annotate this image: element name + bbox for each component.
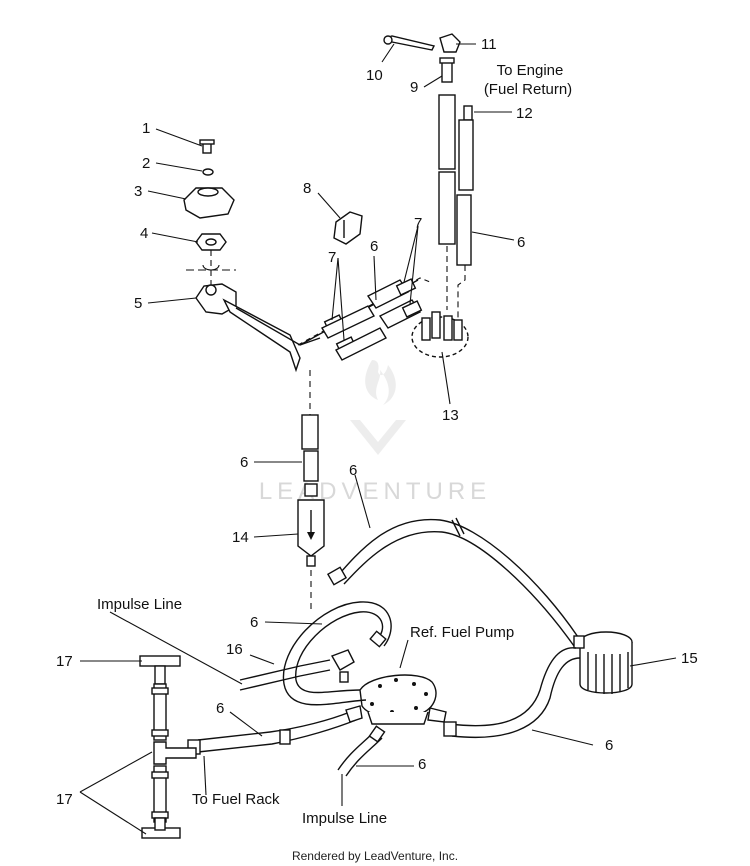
callout-6-right: 6 bbox=[517, 234, 525, 251]
tee-fitting-part-17-bottom bbox=[141, 765, 181, 839]
callout-11: 11 bbox=[481, 36, 497, 53]
callout-6-pump-filter: 6 bbox=[605, 737, 613, 754]
callout-1: 1 bbox=[142, 120, 150, 137]
callout-5: 5 bbox=[134, 295, 142, 312]
callout-15: 15 bbox=[681, 650, 698, 667]
cap-part-11 bbox=[439, 33, 461, 53]
callout-labels: 1 2 3 4 5 8 6 7 7 10 11 9 12 6 13 6 6 14… bbox=[56, 36, 698, 808]
callout-6-impulse-bottom: 6 bbox=[418, 756, 426, 773]
callout-3: 3 bbox=[134, 183, 142, 200]
fuel-tank-sender-part-13 bbox=[411, 311, 469, 358]
callout-14: 14 bbox=[232, 529, 249, 546]
footer-credit: Rendered by LeadVenture, Inc. bbox=[292, 849, 458, 863]
impulse-hose-top bbox=[239, 659, 331, 691]
nut-part-4 bbox=[195, 233, 227, 251]
caption-ref-fuel-pump: Ref. Fuel Pump bbox=[410, 624, 514, 641]
callout-6-rack: 6 bbox=[216, 700, 224, 717]
callout-8: 8 bbox=[303, 180, 311, 197]
callout-6-loop: 6 bbox=[250, 614, 258, 631]
leader-lines bbox=[79, 43, 677, 835]
tee-fitting-part-17-top bbox=[139, 655, 181, 685]
watermark-logo bbox=[350, 360, 406, 455]
caption-fuel-return: (Fuel Return) bbox=[484, 81, 572, 98]
callout-17-top: 17 bbox=[56, 653, 73, 670]
hose-part-6-vertical-inline bbox=[301, 414, 319, 482]
screw-part-1 bbox=[199, 139, 215, 154]
cap-part-3 bbox=[183, 187, 235, 219]
caption-impulse-line-bottom: Impulse Line bbox=[302, 810, 387, 827]
caption-to-engine: To Engine bbox=[497, 62, 564, 79]
hose-part-6-right-vertical bbox=[438, 94, 474, 318]
valve-body-part-5 bbox=[195, 279, 419, 373]
callout-9: 9 bbox=[410, 79, 418, 96]
hose-part-6-to-fuel-rack bbox=[187, 705, 363, 755]
callout-12: 12 bbox=[516, 105, 533, 122]
caption-impulse-line-top: Impulse Line bbox=[97, 596, 182, 613]
fitting-part-9 bbox=[439, 57, 455, 83]
callout-7-left: 7 bbox=[328, 249, 336, 266]
callout-17-bottom: 17 bbox=[56, 791, 73, 808]
valve-part-16 bbox=[330, 649, 355, 683]
callout-7-right: 7 bbox=[414, 215, 422, 232]
hose-part-6-loop bbox=[282, 601, 392, 706]
caption-to-fuel-rack: To Fuel Rack bbox=[192, 791, 280, 808]
clamp-part-10 bbox=[383, 35, 436, 51]
callout-16: 16 bbox=[226, 641, 243, 658]
washer-part-2 bbox=[202, 168, 214, 176]
hose-part-6-pump-to-filter bbox=[443, 647, 581, 739]
fuel-filter-part-15 bbox=[573, 631, 633, 694]
callout-4: 4 bbox=[140, 225, 148, 242]
fuel-pump bbox=[359, 674, 447, 725]
centerline-mark bbox=[186, 250, 236, 290]
captions: To Engine (Fuel Return) Impulse Line Ref… bbox=[97, 62, 572, 827]
hose-part-6-middle-lower bbox=[321, 305, 387, 361]
callout-6-inline: 6 bbox=[240, 454, 248, 471]
clip-part-8 bbox=[333, 211, 363, 245]
fitting-part-12 bbox=[463, 105, 473, 121]
fuel-filter-part-14 bbox=[297, 483, 325, 567]
callout-2: 2 bbox=[142, 155, 150, 172]
callout-6-long: 6 bbox=[349, 462, 357, 479]
impulse-hose-bottom bbox=[337, 725, 386, 777]
callout-13: 13 bbox=[442, 407, 459, 424]
hose-part-6-long-to-filter bbox=[326, 517, 581, 647]
tee-fitting-part-17-middle bbox=[151, 683, 197, 765]
callout-6-middle: 6 bbox=[370, 238, 378, 255]
watermark-text: LEADVENTURE bbox=[259, 478, 491, 505]
callout-10: 10 bbox=[366, 67, 383, 84]
